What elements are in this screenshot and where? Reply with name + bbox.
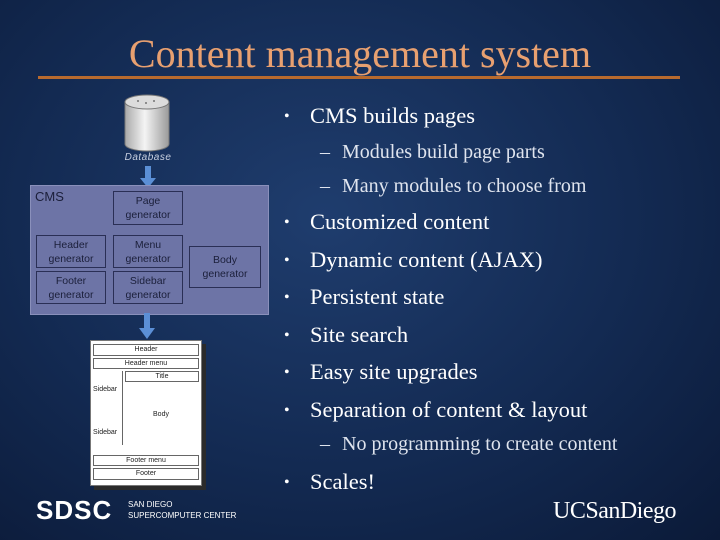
title-rule [38,76,680,79]
arrow-down-icon [139,313,155,339]
bullet-dot: • [284,108,290,125]
bullet-customized: Customized content [310,209,490,234]
page-title: Title [125,371,199,382]
page-header-menu: Header menu [93,358,199,369]
sub-dash: – [320,433,330,455]
page-footer-menu: Footer menu [93,455,199,466]
bullet-dot: • [284,364,290,381]
bullet-dot: • [284,214,290,231]
bullet-upgrades: Easy site upgrades [310,359,478,384]
sub-dash: – [320,175,330,197]
cms-label: CMS [35,189,64,204]
arrow-down-icon [140,166,156,188]
sdsc-logo-sub1: SAN DIEGO [128,500,173,509]
bullet-dynamic: Dynamic content (AJAX) [310,247,543,272]
page-sidebar-top: Sidebar [93,385,121,394]
bullet-dot: • [284,474,290,491]
page-layout-mock: Header Header menu Title Sidebar Body Si… [90,340,202,486]
page-sidebar-bottom: Sidebar [93,428,121,437]
subbullet-many-modules: Many modules to choose from [342,175,587,197]
ucsd-logo: UCSanDiego [553,498,677,524]
sdsc-logo-text: SDSC [36,495,113,525]
bullet-cms-builds-pages: CMS builds pages [310,103,476,128]
bullet-persistent: Persistent state [310,284,445,309]
bullet-scales: Scales! [310,469,375,494]
footer-generator-box: Footer generator [36,271,106,304]
bullet-dot: • [284,327,290,344]
sdsc-logo-sub2: SUPERCOMPUTER CENTER [128,511,237,520]
body-generator-box: Body generator [189,246,261,288]
bullet-dot: • [284,252,290,269]
page-generator-box: Page generator [113,191,183,225]
database-label: Database [124,152,172,163]
bullet-separation: Separation of content & layout [310,397,588,422]
page-header: Header [93,344,199,356]
subbullet-no-programming: No programming to create content [342,433,618,455]
slide-title: Content management system [128,31,592,76]
subbullet-modules: Modules build page parts [342,141,545,163]
sub-dash: – [320,141,330,163]
page-footer: Footer [93,468,199,480]
header-generator-box: Header generator [36,235,106,268]
bullet-site-search: Site search [310,322,409,347]
bullet-dot: • [284,402,290,419]
page-body: Body [125,384,197,444]
sidebar-generator-box: Sidebar generator [113,271,183,304]
menu-generator-box: Menu generator [113,235,183,268]
database-icon [124,94,170,152]
bullet-dot: • [284,289,290,306]
